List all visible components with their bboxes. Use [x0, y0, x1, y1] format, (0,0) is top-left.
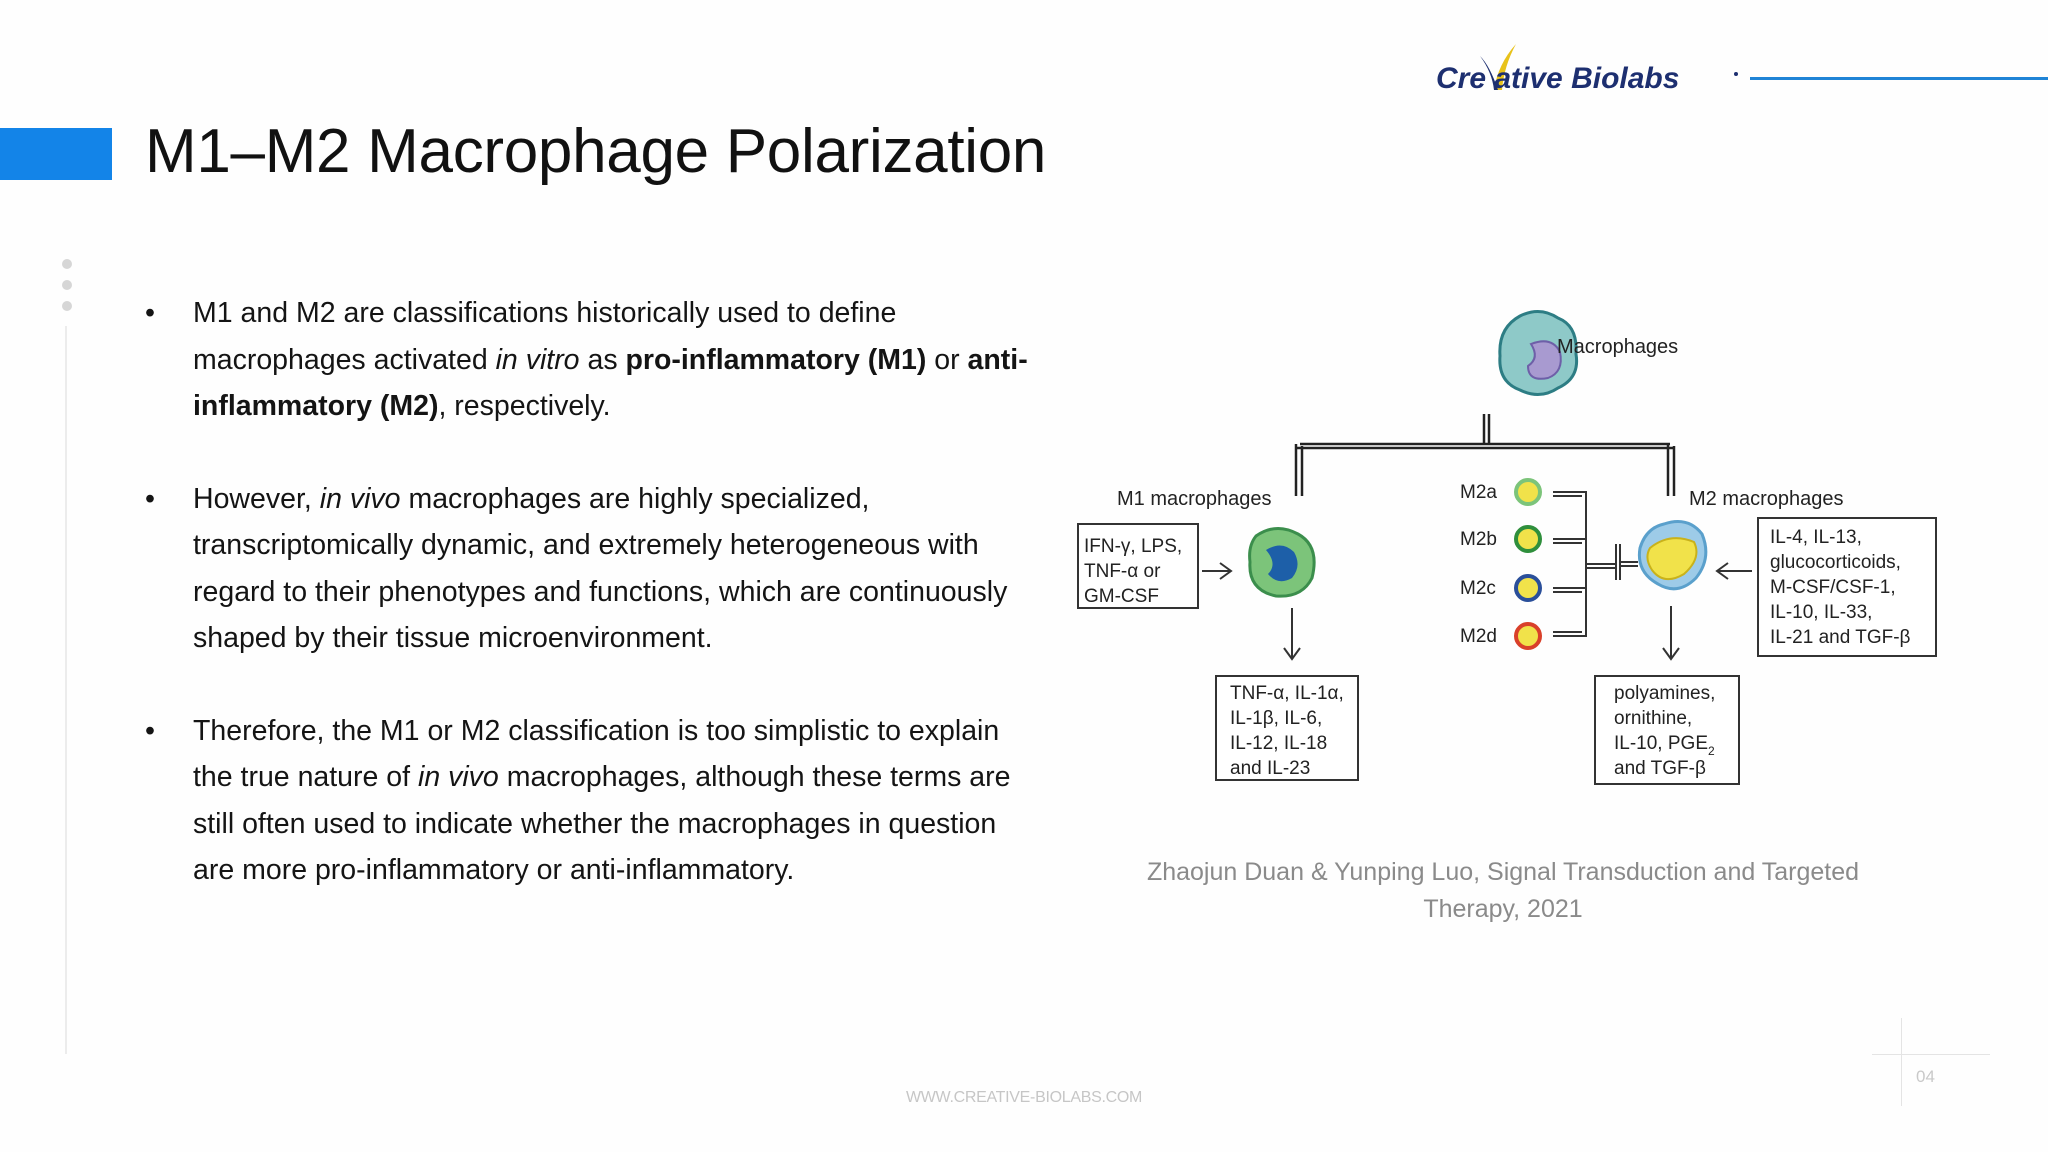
label-m1-macrophages: M1 macrophages: [1117, 488, 1272, 510]
italic-term: in vivo: [417, 761, 499, 793]
side-dots: [60, 259, 74, 322]
footer-url: WWW.CREATIVE-BIOLABS.COM: [905, 1089, 1143, 1106]
bullet-text: However,: [193, 482, 320, 515]
m1-output-box: [1215, 675, 1359, 781]
bullet-text: macrophages, although these terms are st…: [193, 761, 1011, 886]
svg-text:IL-4, IL-13,: IL-4, IL-13,: [1770, 527, 1862, 548]
m2-output-box: [1594, 675, 1740, 785]
bullet-marker: •: [145, 482, 155, 515]
page-corner-rule: [1872, 1054, 1990, 1055]
arrow-down-icon: [1283, 608, 1301, 661]
arrow-left-icon: [1715, 562, 1752, 580]
logo-leaf-icon: [1494, 44, 1516, 90]
bold-term: anti-inflammatory (M2): [193, 343, 1028, 423]
svg-text:IL-10, PGE2: IL-10, PGE2: [1614, 733, 1715, 758]
bullet-text: or: [926, 343, 968, 376]
svg-text:glucocorticoids,: glucocorticoids,: [1770, 552, 1901, 573]
bullet-text: as: [579, 343, 626, 376]
svg-text:GM-CSF: GM-CSF: [1084, 586, 1159, 607]
bullet-marker: •: [145, 297, 155, 329]
arrow-right-icon: [1202, 562, 1233, 580]
svg-text:IL-21 and TGF-β: IL-21 and TGF-β: [1770, 627, 1911, 648]
m2a-cell-icon: [1514, 478, 1542, 506]
label-m2b: M2b: [1460, 529, 1497, 550]
svg-text:TNF-α, IL-1α,: TNF-α, IL-1α,: [1230, 683, 1344, 704]
svg-text:M-CSF/CSF-1,: M-CSF/CSF-1,: [1770, 577, 1896, 598]
bullet-item: • However, in vivo macrophages are highly…: [142, 476, 1032, 662]
svg-text:and TGF-β: and TGF-β: [1614, 758, 1706, 779]
m2-macrophage-cell-icon: [1637, 520, 1708, 591]
italic-term: in vitro: [495, 343, 580, 376]
m1-input-box: [1077, 523, 1199, 609]
side-rule: [65, 326, 67, 1054]
label-macrophages: Macrophages: [1557, 336, 1678, 358]
label-m2-macrophages: M2 macrophages: [1689, 488, 1844, 510]
label-m2a: M2a: [1460, 482, 1497, 503]
italic-term: in vivo: [319, 482, 401, 515]
bullet-text: Therefore, the M1 or M2 classification i…: [193, 714, 1000, 794]
bullet-text: macrophages are highly specialized, tran…: [193, 482, 1008, 655]
m2c-cell-icon: [1514, 574, 1542, 602]
svg-text:TNF-α or: TNF-α or: [1084, 561, 1161, 582]
label-m2d: M2d: [1460, 626, 1497, 647]
macrophage-polarization-diagram: Macrophages M1 macrophages M2 macrophage…: [1077, 310, 1937, 785]
macrophage-cell-icon: [1498, 310, 1579, 396]
svg-text:ornithine,: ornithine,: [1614, 708, 1692, 729]
page-title: M1–M2 Macrophage Polarization: [145, 117, 1047, 186]
company-logo: Cre ative Biolabs: [1436, 44, 1738, 95]
m2b-cell-icon: [1514, 525, 1542, 553]
m2-input-box: [1757, 517, 1937, 657]
bullet-item: • M1 and M2 are classifications historica…: [142, 290, 1032, 430]
svg-text:polyamines,: polyamines,: [1614, 683, 1715, 704]
label-m2c: M2c: [1460, 578, 1496, 599]
svg-text:and IL-23: and IL-23: [1230, 758, 1310, 779]
bullet-marker: •: [145, 714, 155, 747]
bullet-text: , respectively.: [438, 390, 611, 422]
page-number: 04: [1916, 1067, 1935, 1086]
m2d-cell-icon: [1514, 622, 1542, 650]
svg-text:IL-10, IL-33,: IL-10, IL-33,: [1770, 602, 1872, 623]
bullet-list: • M1 and M2 are classifications historica…: [142, 290, 1032, 940]
svg-text:IL-1β, IL-6,: IL-1β, IL-6,: [1230, 708, 1322, 729]
bullet-item: • Therefore, the M1 or M2 classification …: [142, 708, 1032, 894]
logo-wordmark: Cre ative Biolabs: [1436, 62, 1679, 95]
bullet-text: M1 and M2 are classifications historical…: [193, 297, 897, 376]
page-corner-rule: [1901, 1018, 1902, 1106]
svg-text:IL-12, IL-18: IL-12, IL-18: [1230, 733, 1327, 754]
header-rule: [1750, 77, 2048, 80]
m1-macrophage-cell-icon: [1248, 527, 1316, 598]
arrow-down-icon: [1662, 606, 1680, 661]
svg-text:IFN-γ, LPS,: IFN-γ, LPS,: [1084, 536, 1182, 557]
title-accent-bar: [0, 128, 112, 180]
figure-caption: Zhaojun Duan & Yunping Luo, Signal Trans…: [1146, 858, 1860, 923]
bold-term: pro-inflammatory (M1): [625, 343, 927, 376]
